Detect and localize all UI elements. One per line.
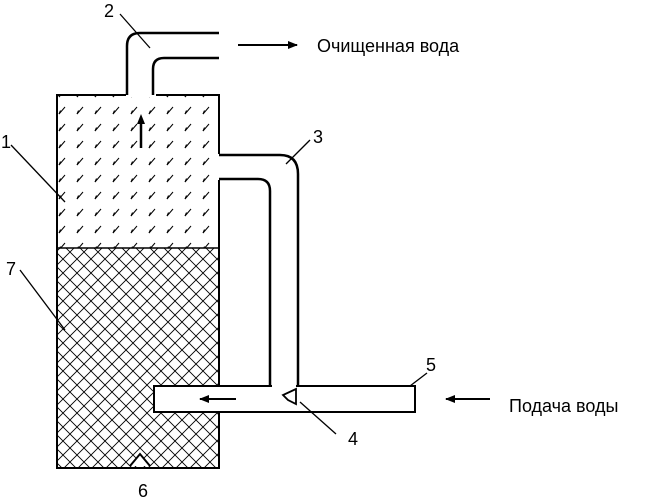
outlet-caption: Очищенная вода [317,36,460,56]
label-1: 1 [1,132,11,152]
inlet-caption: Подача воды [509,396,618,416]
outlet-pipe [126,33,219,97]
filter-bed-zone [57,248,219,468]
feed-pipe [154,385,415,412]
upper-zone [57,95,219,248]
label-6: 6 [138,481,148,499]
label-4: 4 [348,429,358,449]
label-2: 2 [104,1,114,21]
label-7: 7 [6,259,16,279]
bypass-pipe [217,154,298,386]
label-5: 5 [426,355,436,375]
label-3: 3 [313,127,323,147]
